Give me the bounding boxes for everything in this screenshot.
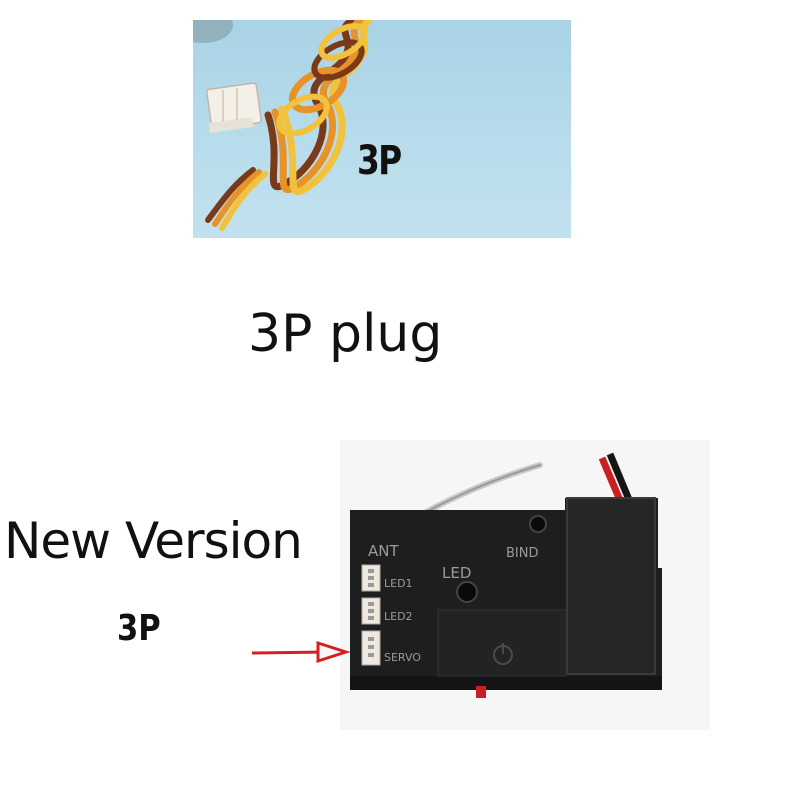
label-ant: ANT [368,542,399,560]
new-version-title: New Version [4,512,303,570]
cable-photo: 3P [193,20,571,238]
label-led1: LED1 [384,577,413,590]
red-button [476,686,486,698]
receiver-module-illustration: ANT LED BIND LED1 LED2 SERVO [350,452,662,698]
red-arrow-icon [251,640,350,664]
caption-3p-plug: 3P plug [248,304,443,364]
coiled-wires [205,20,374,231]
led-window [456,581,478,603]
label-led: LED [442,564,471,582]
label-led2: LED2 [384,610,413,623]
label-bind: BIND [506,546,539,561]
background-shadow [193,20,233,43]
bind-hole [529,515,547,533]
power-icon [493,643,513,665]
label-servo: SERVO [384,651,421,664]
coiled-cable-illustration [193,20,374,231]
connector-ports [361,564,381,666]
connector-plug [206,82,262,134]
top-3p-label: 3P [357,138,402,184]
bottom-3p-label: 3P [117,608,161,649]
module-body [350,497,662,698]
receiver-module-photo: ANT LED BIND LED1 LED2 SERVO [340,440,710,730]
